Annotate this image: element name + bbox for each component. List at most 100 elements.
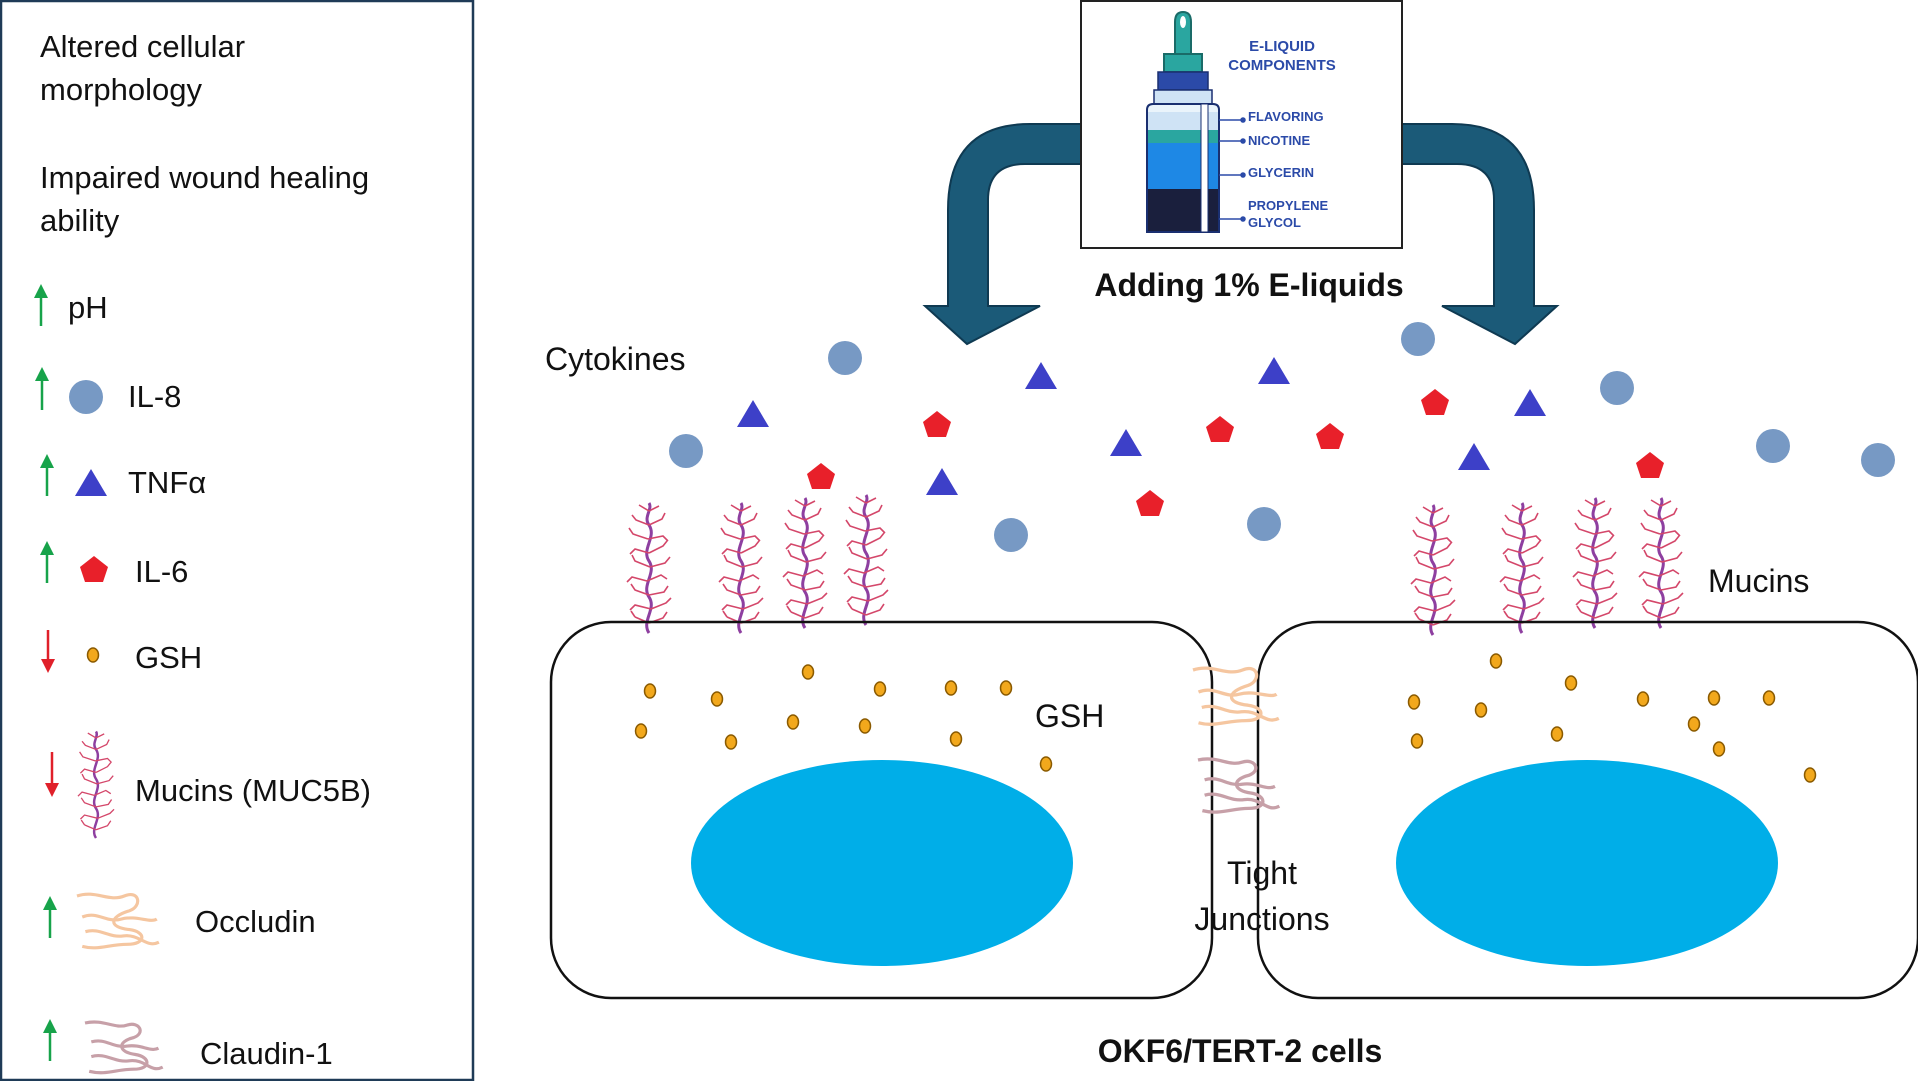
gsh-dot bbox=[1410, 733, 1424, 749]
bottle-glycol: GLYCOL bbox=[1248, 215, 1301, 230]
il8-circle bbox=[1756, 429, 1790, 463]
tnfa-triangle bbox=[737, 400, 769, 427]
gsh-dot bbox=[949, 731, 963, 747]
bottle-title-line1: E-LIQUID bbox=[1249, 38, 1315, 55]
mucin bbox=[1637, 496, 1685, 630]
il8-circle bbox=[1600, 371, 1634, 405]
il8-circle-icon bbox=[69, 380, 103, 414]
gsh-dot bbox=[858, 718, 872, 734]
bottle-propylene: PROPYLENE bbox=[1248, 198, 1329, 213]
effect-morphology-line1: Altered cellular bbox=[40, 29, 245, 64]
tight-junctions-line1: Tight bbox=[1227, 855, 1297, 891]
mucins-label: Mucins bbox=[1708, 563, 1809, 599]
il8-circle bbox=[1247, 507, 1281, 541]
left-cell bbox=[549, 620, 1214, 1000]
tnfa-triangle bbox=[1110, 429, 1142, 456]
effect-wound-line2: ability bbox=[40, 203, 120, 238]
il6-pentagon bbox=[1136, 490, 1164, 516]
gsh-dot bbox=[1687, 716, 1701, 732]
gsh-dots bbox=[634, 653, 1817, 783]
mucin bbox=[781, 496, 829, 630]
gsh-dot bbox=[710, 691, 724, 707]
tnfa-triangle bbox=[1458, 443, 1490, 470]
up-arrow-icon bbox=[43, 896, 57, 938]
legend-gsh-label: GSH bbox=[135, 640, 202, 675]
gsh-dot bbox=[873, 681, 887, 697]
tnfa-triangle bbox=[926, 468, 958, 495]
right-cell bbox=[1256, 620, 1918, 1000]
bottle-glycerin: GLYCERIN bbox=[1248, 165, 1314, 180]
il6-pentagon bbox=[923, 411, 951, 437]
bottle-nicotine: NICOTINE bbox=[1248, 133, 1310, 148]
mucin bbox=[625, 501, 673, 635]
up-arrow-icon bbox=[35, 367, 49, 410]
mucin bbox=[717, 501, 765, 635]
tnfa-triangle-icon bbox=[75, 469, 107, 496]
gsh-dot bbox=[1636, 691, 1650, 707]
cytokines-label: Cytokines bbox=[545, 341, 686, 377]
legend-ph-label: pH bbox=[68, 290, 108, 325]
tight-junctions-line2: Junctions bbox=[1194, 901, 1329, 937]
gsh-dot bbox=[643, 683, 657, 699]
il6-pentagon bbox=[1636, 452, 1664, 478]
gsh-dot bbox=[1762, 690, 1776, 706]
gsh-dot bbox=[1474, 702, 1488, 718]
il8-circle bbox=[1861, 443, 1895, 477]
gsh-dot bbox=[1489, 653, 1503, 669]
gsh-dot bbox=[1707, 690, 1721, 706]
right-nucleus bbox=[1396, 760, 1778, 966]
tnfa-triangle bbox=[1025, 362, 1057, 389]
mucin bbox=[1571, 496, 1619, 630]
up-arrow-icon bbox=[43, 1019, 57, 1061]
gsh-dot bbox=[786, 714, 800, 730]
gsh-dot bbox=[1039, 756, 1053, 772]
left-nucleus bbox=[691, 760, 1073, 966]
il6-pentagon bbox=[1421, 389, 1449, 415]
occludin-junction bbox=[1191, 666, 1281, 726]
bottle-icon bbox=[1146, 10, 1246, 233]
tnfa-triangle bbox=[1514, 389, 1546, 416]
gsh-dot bbox=[1564, 675, 1578, 691]
bottle-title-line2: COMPONENTS bbox=[1228, 57, 1336, 74]
il8-circle bbox=[828, 341, 862, 375]
claudin-junction bbox=[1196, 757, 1282, 814]
adding-e-liquids-label: Adding 1% E-liquids bbox=[1094, 267, 1403, 303]
gsh-dot-icon bbox=[86, 647, 100, 663]
up-arrow-icon bbox=[40, 541, 54, 583]
right-curved-arrow bbox=[1399, 123, 1560, 346]
legend-il8-label: IL-8 bbox=[128, 379, 181, 414]
il8-circle bbox=[669, 434, 703, 468]
cytokines bbox=[669, 322, 1895, 552]
il8-circle bbox=[994, 518, 1028, 552]
legend-mucins-label: Mucins (MUC5B) bbox=[135, 773, 371, 808]
gsh-dot bbox=[999, 680, 1013, 696]
effect-wound-line1: Impaired wound healing bbox=[40, 160, 369, 195]
il8-circle bbox=[1401, 322, 1435, 356]
il6-pentagon-icon bbox=[80, 556, 108, 582]
bottle-flavoring: FLAVORING bbox=[1248, 109, 1324, 124]
mucin bbox=[1498, 501, 1546, 635]
legend-panel bbox=[0, 0, 475, 1081]
cells-label: OKF6/TERT-2 cells bbox=[1098, 1033, 1383, 1069]
il6-pentagon bbox=[1206, 416, 1234, 442]
down-arrow-icon bbox=[41, 630, 55, 673]
mucin bbox=[1409, 503, 1457, 637]
gsh-dot bbox=[1550, 726, 1564, 742]
gsh-dot bbox=[724, 734, 738, 750]
up-arrow-icon bbox=[34, 284, 48, 326]
gsh-label: GSH bbox=[1035, 698, 1104, 734]
legend-il6-label: IL-6 bbox=[135, 554, 188, 589]
down-arrow-icon bbox=[45, 752, 59, 797]
il6-pentagon bbox=[1316, 423, 1344, 449]
up-arrow-icon bbox=[40, 454, 54, 496]
effect-morphology-line2: morphology bbox=[40, 72, 202, 107]
tnfa-triangle bbox=[1258, 357, 1290, 384]
gsh-dot bbox=[944, 680, 958, 696]
e-liquid-box bbox=[1080, 0, 1403, 249]
gsh-dot bbox=[634, 723, 648, 739]
legend-occludin-label: Occludin bbox=[195, 904, 316, 939]
legend-tnfa-label: TNFα bbox=[128, 465, 206, 500]
gsh-dot bbox=[1712, 741, 1726, 757]
legend-claudin-label: Claudin-1 bbox=[200, 1036, 333, 1071]
